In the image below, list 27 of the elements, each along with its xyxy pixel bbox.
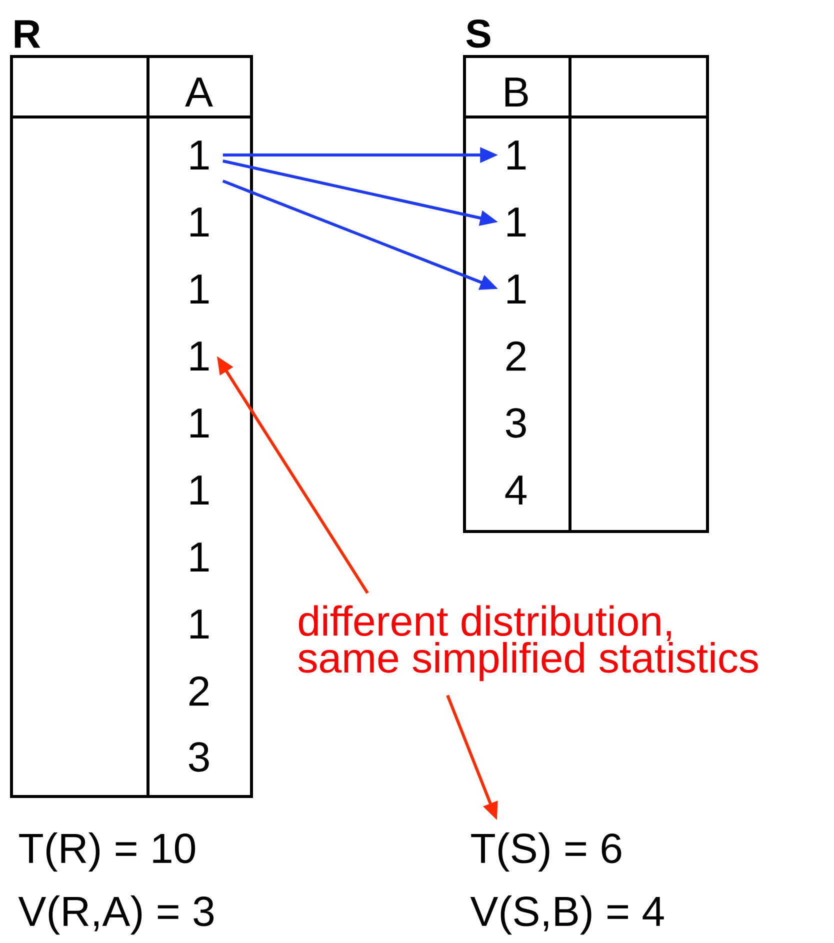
table-title: R [14,20,40,48]
statistic: V(S,B) = 4 [470,895,664,935]
table-cell: 1 [190,140,209,170]
table-cell: 1 [508,274,526,304]
statistic: T(S) = 6 [471,832,622,872]
table-cell: 1 [190,476,209,504]
table-cell: 2 [189,676,209,706]
statistic: V(R,A) = 3 [18,895,214,935]
table-cell: 1 [190,408,209,438]
column-header: A [185,78,213,106]
table-cell: 3 [188,742,209,772]
statistic: T(R) = 10 [19,832,196,872]
table-cell: 4 [505,476,526,504]
table-cell: 1 [190,542,209,572]
table-cell: 1 [190,342,209,370]
table-cell: 1 [190,610,209,638]
table-cell: 2 [506,341,526,371]
table [463,55,709,533]
table [10,55,253,798]
table-cell: 1 [508,208,526,236]
table-cell: 1 [190,274,209,304]
table-cell: 1 [190,208,209,236]
table-cell: 1 [508,140,526,170]
table-title: S [466,19,490,48]
annotation: different distribution, same simplified statistics [298,605,758,682]
table-cell: 3 [506,408,526,438]
column-header: B [505,78,528,106]
